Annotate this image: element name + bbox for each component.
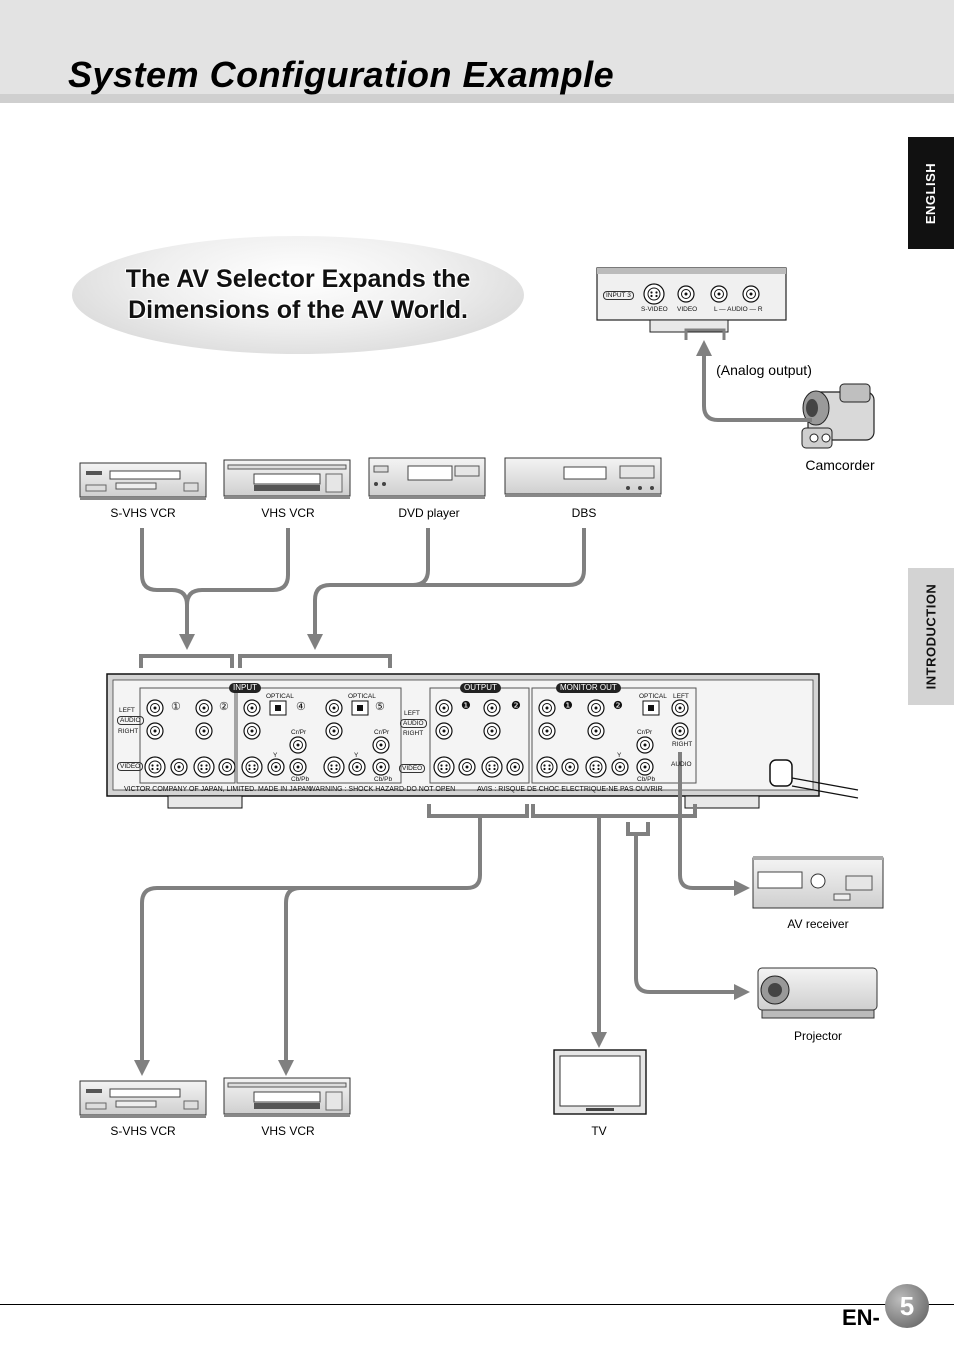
dbs-label: DBS xyxy=(571,506,597,520)
left-label: LEFT xyxy=(119,707,135,714)
dvd-player-label: DVD player xyxy=(398,506,460,520)
camcorder-label: Camcorder xyxy=(805,457,875,473)
output-connection-lines xyxy=(134,752,750,1076)
avis-text: AVIS : RISQUE DE CHOC ELECTRIQUE-NE PAS … xyxy=(477,786,663,793)
vhs-vcr-top-illustration xyxy=(223,459,351,500)
audio-label: AUDIO xyxy=(117,716,144,725)
input-number-1: ① xyxy=(171,701,181,713)
output-brackets xyxy=(427,804,697,836)
crpr-label-4: Cr/Pr xyxy=(291,729,307,736)
optical-label-5: OPTICAL xyxy=(348,693,376,700)
svhs-vcr-top-illustration xyxy=(79,462,207,501)
cbpb-label-4: Cb/Pb xyxy=(291,776,310,783)
mid-video-label: VIDEO xyxy=(399,764,426,773)
cbpb-label-monitor: Cb/Pb xyxy=(637,776,656,783)
tab-english: ENGLISH xyxy=(908,137,954,249)
dbs-tuner-illustration xyxy=(504,457,662,497)
vhs-vcr-bottom-illustration xyxy=(223,1077,351,1118)
input-number-4: ④ xyxy=(296,701,306,713)
cbpb-label-5: Cb/Pb xyxy=(374,776,393,783)
input-brackets xyxy=(139,654,392,668)
dvd-player-illustration xyxy=(368,457,486,499)
av-selector-rear-panel xyxy=(106,673,859,809)
monitor-left-label: LEFT xyxy=(673,693,689,700)
monitor-out-section-badge: MONITOR OUT xyxy=(556,683,621,693)
vhs-vcr-top-label: VHS VCR xyxy=(261,506,315,520)
output-number-1: ❶ xyxy=(461,700,471,712)
mid-left-label: LEFT xyxy=(404,710,420,717)
page-title: System Configuration Example xyxy=(68,54,615,95)
headline-ellipse: The AV Selector Expands the Dimensions o… xyxy=(72,236,524,354)
header-band xyxy=(0,0,954,103)
input-number-2: ② xyxy=(219,701,229,713)
input3-panel xyxy=(596,267,787,333)
headline-line-1: The AV Selector Expands the xyxy=(125,265,471,293)
projector-illustration xyxy=(757,967,878,1019)
monitor-audio-label: AUDIO xyxy=(671,761,692,768)
footer-rule xyxy=(0,1304,954,1305)
analog-output-label: (Analog output) xyxy=(716,362,812,378)
vhs-vcr-bottom-label: VHS VCR xyxy=(261,1124,315,1138)
tv-label: TV xyxy=(591,1124,607,1138)
optical-label-monitor: OPTICAL xyxy=(639,693,667,700)
svhs-vcr-bottom-illustration xyxy=(79,1080,207,1119)
projector-label: Projector xyxy=(793,1029,843,1043)
input-number-5: ⑤ xyxy=(375,701,385,713)
monitor-number-2: ❷ xyxy=(613,700,623,712)
header-underline xyxy=(0,94,954,103)
av-receiver-label: AV receiver xyxy=(787,917,849,931)
tab-introduction: INTRODUCTION xyxy=(908,568,954,705)
svhs-vcr-top-label: S-VHS VCR xyxy=(110,506,176,520)
crpr-label-monitor: Cr/Pr xyxy=(637,729,653,736)
output-section-badge: OUTPUT xyxy=(460,683,501,693)
camcorder-connection-line xyxy=(696,340,812,422)
mid-audio-label: AUDIO xyxy=(400,719,427,728)
video-label: VIDEO xyxy=(117,762,144,771)
input-section-badge: INPUT xyxy=(229,683,261,693)
optical-label-4: OPTICAL xyxy=(266,693,294,700)
y-label-monitor: Y xyxy=(617,752,622,759)
warning-text: WARNING : SHOCK HAZARD-DO NOT OPEN xyxy=(309,786,456,793)
crpr-label-5: Cr/Pr xyxy=(374,729,390,736)
output-number-2: ❷ xyxy=(511,700,521,712)
page-number: 5 xyxy=(885,1284,929,1328)
tv-illustration xyxy=(553,1049,647,1115)
page-prefix: EN- xyxy=(842,1305,880,1330)
y-label-4: Y xyxy=(273,752,278,759)
monitor-right-label: RIGHT xyxy=(672,741,693,748)
mid-right-label: RIGHT xyxy=(403,730,424,737)
maker-text: VICTOR COMPANY OF JAPAN, LIMITED. MADE I… xyxy=(124,786,312,793)
svhs-vcr-bottom-label: S-VHS VCR xyxy=(110,1124,176,1138)
input3-video-label: VIDEO xyxy=(677,306,698,313)
monitor-number-1: ❶ xyxy=(563,700,573,712)
av-receiver-illustration xyxy=(752,856,884,909)
input3-label: INPUT 3 xyxy=(603,291,634,300)
input3-svideo-label: S-VIDEO xyxy=(641,306,668,313)
camcorder-illustration xyxy=(801,383,875,449)
source-connection-lines xyxy=(140,528,586,650)
y-label-5: Y xyxy=(354,752,359,759)
right-label: RIGHT xyxy=(118,728,139,735)
headline-line-2: Dimensions of the AV World. xyxy=(128,296,468,324)
input3-audio-label: L — AUDIO — R xyxy=(714,306,763,313)
